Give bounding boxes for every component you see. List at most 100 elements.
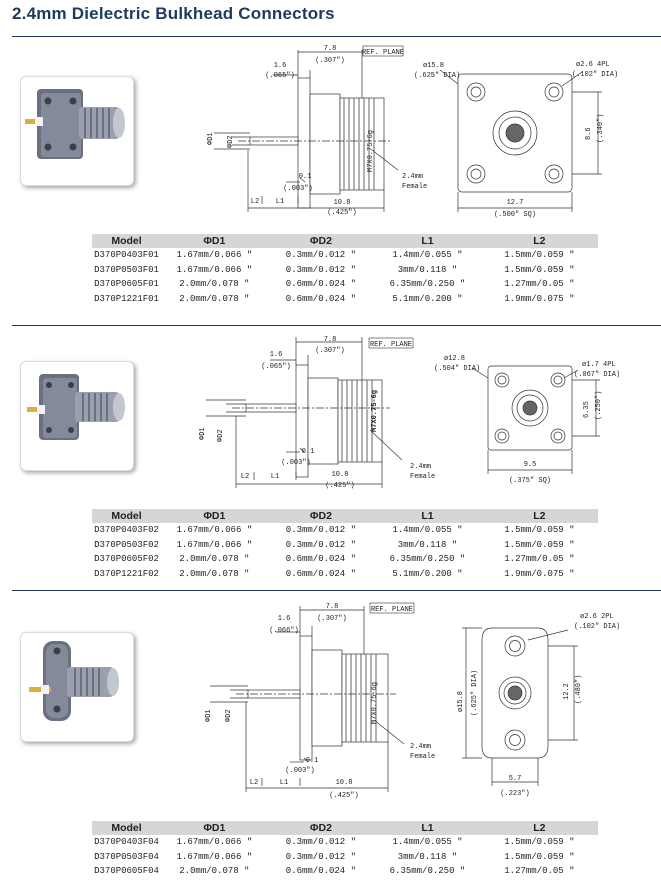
dim-height: 12.2 xyxy=(563,683,571,700)
table-cell: 1.5mm/0.059 " xyxy=(504,525,575,536)
dim-d1: ΦD1 xyxy=(207,132,215,145)
table-cell: 1.27mm/0.05 " xyxy=(504,279,575,290)
dim-l2: L2 xyxy=(241,473,249,481)
table-cell: 1.4mm/0.055 " xyxy=(392,837,463,848)
table-cell: 0.3mm/0.012 " xyxy=(285,539,357,550)
female-label: 2.4mm xyxy=(410,463,431,471)
dim-gap-in: (.003") xyxy=(283,185,312,193)
dim-gap: 0.1 xyxy=(299,173,312,181)
table-cell: 0.6mm/0.024 " xyxy=(285,568,357,579)
dim-l2: L2 xyxy=(250,779,258,787)
table-cell: 1.67mm/0.066 " xyxy=(176,264,253,275)
dim-holes: ø1.7 4PL xyxy=(582,361,616,369)
table-cell: 0.6mm/0.024 " xyxy=(285,554,357,565)
table-cell: 1.5mm/0.059 " xyxy=(504,264,575,275)
table-cell: D370P0605F01 xyxy=(94,279,159,290)
table-cell: D370P1221F02 xyxy=(94,568,159,579)
table-cell: 1.67mm/0.066 " xyxy=(176,250,253,261)
dim-d2: ΦD2 xyxy=(217,429,225,442)
dim-length-top: 7.8 xyxy=(326,603,339,611)
dim-height: 8.6 xyxy=(585,127,593,140)
table-cell: 1.9mm/0.075 " xyxy=(504,568,575,579)
thread-spec: M7X0.75-6g xyxy=(367,130,375,172)
dim-holes: ø2.6 2PL xyxy=(580,613,614,621)
table-cell: 1.67mm/0.066 " xyxy=(176,525,253,536)
table-cell: 1.4mm/0.055 " xyxy=(392,250,463,261)
dim-length: 10.8 xyxy=(336,779,353,787)
dim-length-top-in: (.307") xyxy=(315,57,344,65)
dim-flange-in: (.065") xyxy=(265,72,294,80)
table-cell: 6.35mm/0.250 " xyxy=(389,279,466,290)
dim-holes-in: (.102" DIA) xyxy=(574,623,620,631)
table-cell: 3mm/0.118 " xyxy=(397,539,458,550)
column-header: ΦD2 xyxy=(267,821,375,835)
column-header: L1 xyxy=(374,821,481,835)
dim-length: 10.8 xyxy=(334,199,351,207)
table-cell: 1.27mm/0.05 " xyxy=(504,554,575,565)
dim-flange: 1.6 xyxy=(274,62,287,70)
dim-width-in: (.375" SQ) xyxy=(509,477,551,485)
column-header: Model xyxy=(92,234,162,248)
column-header: L1 xyxy=(374,234,481,248)
dim-l2: L2 xyxy=(251,198,259,206)
table-cell: 5.1mm/0.200 " xyxy=(392,293,463,304)
dim-diameter: ø15.8 xyxy=(423,62,444,70)
dim-height-in: (.250") xyxy=(595,391,603,420)
dim-flange: 1.6 xyxy=(278,615,291,623)
dim-holes-in: (.102" DIA) xyxy=(572,71,618,79)
dim-length-in: (.425") xyxy=(327,209,356,217)
dim-width: 9.5 xyxy=(524,461,537,469)
table-cell: D370P0605F02 xyxy=(94,554,159,565)
dim-diameter: ø12.8 xyxy=(444,355,465,363)
female-label: 2.4mm xyxy=(410,743,431,751)
table-header-row: Model ΦD1 ΦD2 L1 L2 xyxy=(92,509,598,523)
table-cell: D370P0403F04 xyxy=(94,837,159,848)
table-cell: 2.0mm/0.078 " xyxy=(179,866,250,877)
dim-holes-in: (.067" DIA) xyxy=(574,371,620,379)
table-cell: 2.0mm/0.078 " xyxy=(179,568,250,579)
table-cell: 0.3mm/0.012 " xyxy=(285,264,357,275)
table-cell: D370P0503F04 xyxy=(94,851,159,862)
table-cell: 1.67mm/0.066 " xyxy=(176,837,253,848)
table-cell: 6.35mm/0.250 " xyxy=(389,866,466,877)
table-cell: 0.6mm/0.024 " xyxy=(285,866,357,877)
female-label: 2.4mm xyxy=(402,173,423,181)
table-cell: 1.5mm/0.059 " xyxy=(504,250,575,261)
dim-diameter-in: (.625" DIA) xyxy=(471,670,479,716)
column-header: ΦD1 xyxy=(161,509,268,523)
dim-gap-in: (.003") xyxy=(285,767,314,775)
dim-length-top: 7.8 xyxy=(324,45,337,53)
dim-d2: ΦD2 xyxy=(227,135,235,148)
dim-l1: L1 xyxy=(271,473,279,481)
dim-holes: ø2.6 4PL xyxy=(576,61,610,69)
dim-width: 5.7 xyxy=(509,775,522,783)
dim-length-in: (.425") xyxy=(329,792,358,800)
table-cell: D370P0403F02 xyxy=(94,525,159,536)
table-cell: 1.67mm/0.066 " xyxy=(176,851,253,862)
dim-diameter: ø15.8 xyxy=(457,691,465,712)
dim-length-top-in: (.307") xyxy=(315,347,344,355)
column-header: ΦD2 xyxy=(267,509,375,523)
dim-l1: L1 xyxy=(280,779,288,787)
table-cell: 1.5mm/0.059 " xyxy=(504,837,575,848)
ref-plane-label: REF. PLANE xyxy=(371,606,413,614)
dim-gap: 0.1 xyxy=(306,757,319,765)
table-cell: 2.0mm/0.078 " xyxy=(179,554,250,565)
table-cell: D370P0403F01 xyxy=(94,250,159,261)
column-header: Model xyxy=(92,509,162,523)
table-cell: 3mm/0.118 " xyxy=(397,851,458,862)
table-cell: 0.3mm/0.012 " xyxy=(285,837,357,848)
product-photo xyxy=(20,76,134,186)
dim-flange-in: (.066") xyxy=(269,627,298,635)
section-divider xyxy=(12,590,661,591)
table-cell: 1.27mm/0.05 " xyxy=(504,866,575,877)
dim-d1: ΦD1 xyxy=(205,709,213,722)
